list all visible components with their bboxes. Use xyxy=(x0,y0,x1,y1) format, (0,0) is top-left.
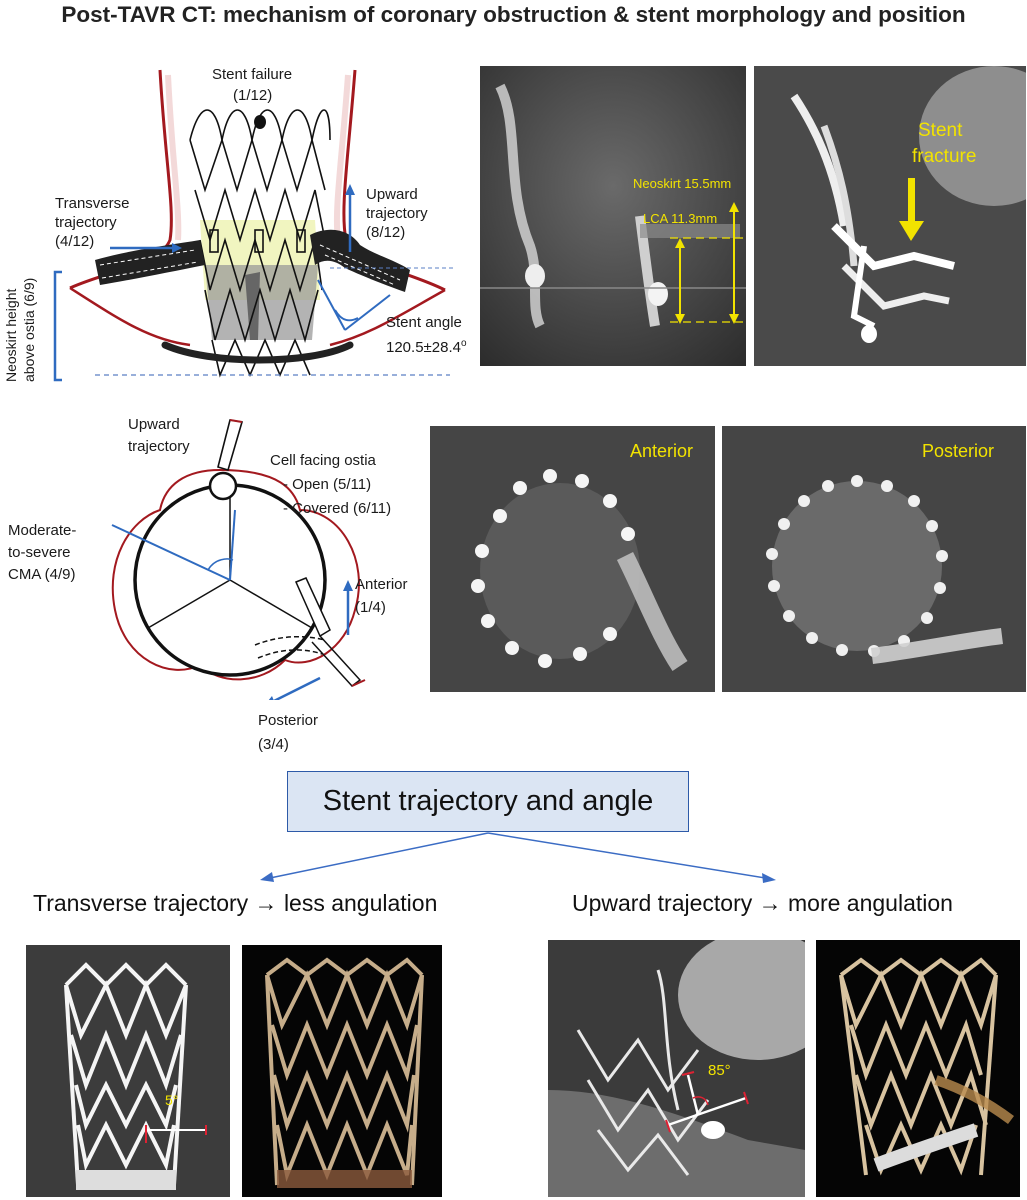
caption-arrow-left: → xyxy=(254,890,278,916)
transverse-label-2: trajectory xyxy=(55,214,117,231)
posterior-tube xyxy=(254,635,362,688)
neoskirt-bracket xyxy=(53,270,62,382)
stent-failure-dot xyxy=(254,115,266,129)
anterior-arrow xyxy=(343,580,353,635)
ct-stent-fracture-image: Stent fracture xyxy=(754,66,1026,366)
cma-label-2: to-severe xyxy=(8,544,71,561)
stent-fracture-label-2: fracture xyxy=(912,146,977,167)
posterior-count: (3/4) xyxy=(258,736,289,753)
ct-anterior-image: Anterior xyxy=(430,426,715,692)
figure-title: Post-TAVR CT: mechanism of coronary obst… xyxy=(61,2,966,27)
cell-open-label: - Open (5/11) xyxy=(283,476,372,493)
upward-label-1: Upward xyxy=(366,186,418,203)
ct-neoskirt-image: Neoskirt 15.5mm LCA 11.3mm xyxy=(480,66,746,366)
leaflet-region xyxy=(205,265,318,340)
cell-covered-label: - Covered (6/11) xyxy=(283,500,392,517)
upward-tube xyxy=(208,419,244,501)
stent-angle-value: 120.5±28.4o xyxy=(386,338,467,356)
upward-label-mid-2: trajectory xyxy=(128,438,190,455)
posterior-ct-label: Posterior xyxy=(922,441,995,461)
stent-fracture-label-1: Stent xyxy=(918,120,963,141)
stent-trajectory-box: Stent trajectory and angle xyxy=(287,771,689,832)
cma-label-3: CMA (4/9) xyxy=(8,566,76,583)
angle-85-label: 85° xyxy=(708,1062,731,1079)
cell-facing-label: Cell facing ostia xyxy=(270,452,376,469)
stent-failure-count: (1/12) xyxy=(233,87,273,104)
transverse-count: (4/12) xyxy=(55,233,95,250)
stent-angle-marker xyxy=(317,279,391,331)
upward-arrow xyxy=(345,184,355,252)
neoskirt-height-label: Neoskirt height above ostia (6/9) xyxy=(3,277,37,382)
posterior-label: Posterior xyxy=(258,712,319,729)
ct-transverse-stent: 5° xyxy=(26,945,230,1197)
branch-arrows xyxy=(260,832,776,883)
anterior-label: Anterior xyxy=(355,576,408,593)
tavr-stent-diagram xyxy=(53,69,455,382)
ct-posterior-image: Posterior xyxy=(722,426,1026,692)
posterior-arrow xyxy=(268,676,321,700)
anterior-tube xyxy=(294,577,331,638)
annulus-arc xyxy=(161,341,354,364)
lca-measurement: LCA 11.3mm xyxy=(643,211,718,226)
coronary-stent-right xyxy=(310,229,410,292)
stent-failure-label: Stent failure xyxy=(212,66,293,83)
caption-transverse: Transverse trajectory → less angulation xyxy=(33,890,438,916)
cma-label-1: Moderate- xyxy=(8,522,77,539)
render-transverse-stent xyxy=(242,945,442,1197)
transverse-arrow xyxy=(110,243,182,253)
transverse-label-1: Transverse xyxy=(55,195,130,212)
angle-5-label: 5° xyxy=(165,1092,179,1108)
cross-section-diagram xyxy=(111,419,366,700)
ct-upward-stent: 85° xyxy=(548,940,805,1197)
anterior-count: (1/4) xyxy=(355,599,386,616)
coronary-stent-left xyxy=(95,240,205,285)
stent-angle-label: Stent angle xyxy=(386,314,462,331)
upward-label-2: trajectory xyxy=(366,205,428,222)
upward-label-mid-1: Upward xyxy=(128,416,180,433)
aortic-root-outline xyxy=(111,468,360,681)
caption-arrow-right: → xyxy=(758,890,782,916)
upward-count: (8/12) xyxy=(366,224,406,241)
caption-upward: Upward trajectory → more angulation xyxy=(572,890,953,916)
neoskirt-measurement: Neoskirt 15.5mm xyxy=(633,176,732,191)
anterior-ct-label: Anterior xyxy=(630,441,694,461)
render-upward-stent xyxy=(816,940,1020,1197)
